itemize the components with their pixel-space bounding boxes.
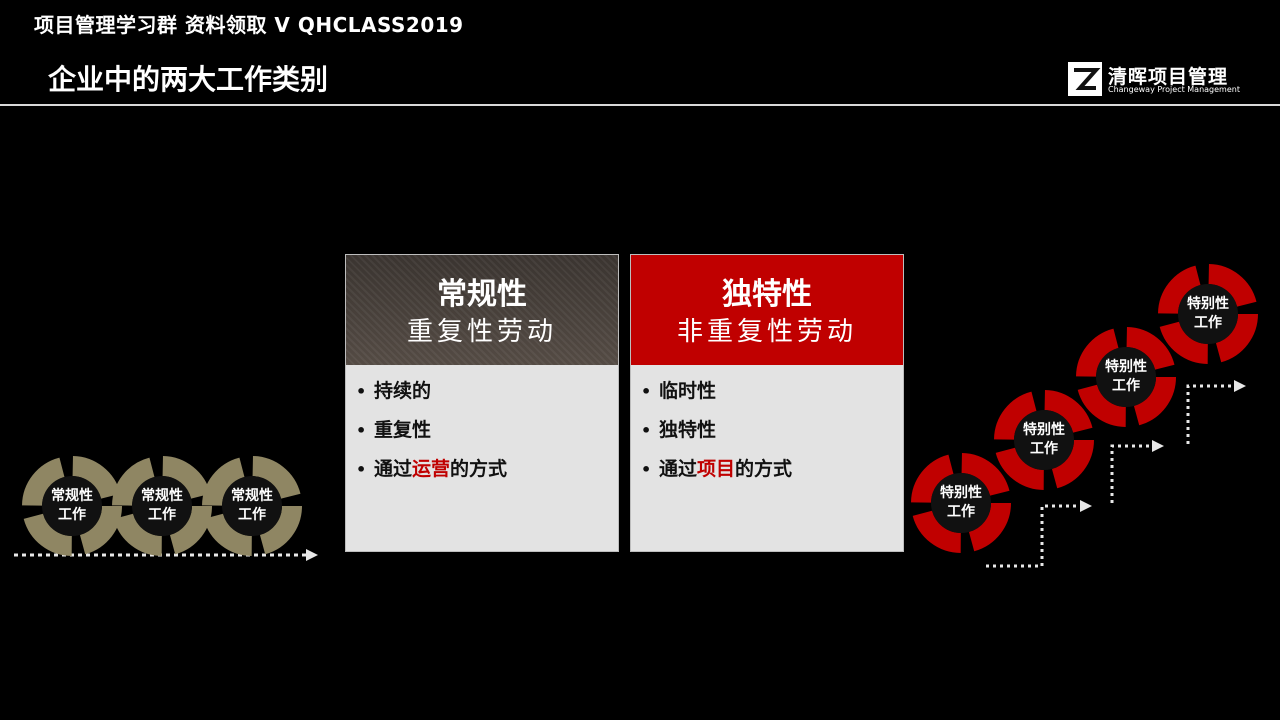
cycle-label: 常规性 工作 bbox=[51, 488, 93, 523]
list-item: •通过项目的方式 bbox=[641, 453, 792, 492]
cycle-label: 特别性 工作 bbox=[1105, 359, 1147, 394]
watermark-text: 项目管理学习群 资料领取 V QHCLASS2019 bbox=[34, 13, 464, 37]
cycle-arrows-icon bbox=[112, 456, 212, 556]
cycle-label: 常规性 工作 bbox=[231, 488, 273, 523]
cycle-label: 特别性 工作 bbox=[1023, 422, 1065, 457]
company-logo: 清晖项目管理 Changeway Project Management bbox=[1068, 60, 1248, 100]
routine-cycle-2: 常规性 工作 bbox=[112, 456, 212, 556]
cycle-arrows-icon bbox=[994, 390, 1094, 490]
routine-cycle-1: 常规性 工作 bbox=[22, 456, 122, 556]
bullet-icon: • bbox=[641, 460, 652, 479]
cycle-arrows-icon bbox=[911, 453, 1011, 553]
routine-panel-header: 常规性 重复性劳动 bbox=[346, 255, 618, 365]
routine-work-panel: 常规性 重复性劳动 •持续的 •重复性 •通过运营的方式 bbox=[345, 254, 619, 552]
logo-mark-icon bbox=[1068, 62, 1102, 96]
special-cycle-3: 特别性 工作 bbox=[1076, 327, 1176, 427]
unique-feature-list: •临时性 •独特性 •通过项目的方式 bbox=[641, 375, 792, 492]
bullet-icon: • bbox=[356, 460, 367, 479]
unique-panel-title: 独特性 bbox=[722, 277, 812, 312]
list-item: •独特性 bbox=[641, 414, 792, 453]
bullet-icon: • bbox=[641, 382, 652, 401]
slide-title: 企业中的两大工作类别 bbox=[48, 63, 329, 96]
cycle-arrows-icon bbox=[1076, 327, 1176, 427]
list-item: •临时性 bbox=[641, 375, 792, 414]
cycle-arrows-icon bbox=[1158, 264, 1258, 364]
unique-panel-header: 独特性 非重复性劳动 bbox=[631, 255, 903, 365]
routine-feature-list: •持续的 •重复性 •通过运营的方式 bbox=[356, 375, 507, 492]
bullet-icon: • bbox=[641, 421, 652, 440]
unique-work-panel: 独特性 非重复性劳动 •临时性 •独特性 •通过项目的方式 bbox=[630, 254, 904, 552]
cycle-arrows-icon bbox=[22, 456, 122, 556]
bullet-icon: • bbox=[356, 421, 367, 440]
cycle-arrows-icon bbox=[202, 456, 302, 556]
cycle-label: 特别性 工作 bbox=[940, 485, 982, 520]
logo-text-cn: 清晖项目管理 bbox=[1108, 66, 1229, 88]
special-cycle-1: 特别性 工作 bbox=[911, 453, 1011, 553]
unique-panel-subtitle: 非重复性劳动 bbox=[676, 317, 857, 347]
routine-panel-title: 常规性 bbox=[437, 277, 527, 312]
special-cycle-4: 特别性 工作 bbox=[1158, 264, 1258, 364]
special-staircase-arrow bbox=[986, 380, 1246, 568]
routine-cycle-3: 常规性 工作 bbox=[202, 456, 302, 556]
bullet-icon: • bbox=[356, 382, 367, 401]
highlight-project: 项目 bbox=[697, 458, 736, 480]
logo-text-en: Changeway Project Management bbox=[1108, 85, 1240, 94]
list-item: •通过运营的方式 bbox=[356, 453, 507, 492]
cycle-label: 常规性 工作 bbox=[141, 488, 183, 523]
highlight-operations: 运营 bbox=[412, 458, 451, 480]
list-item: •重复性 bbox=[356, 414, 507, 453]
special-cycle-2: 特别性 工作 bbox=[994, 390, 1094, 490]
title-divider bbox=[0, 104, 1280, 106]
routine-panel-subtitle: 重复性劳动 bbox=[406, 317, 557, 347]
cycle-label: 特别性 工作 bbox=[1187, 296, 1229, 331]
list-item: •持续的 bbox=[356, 375, 507, 414]
